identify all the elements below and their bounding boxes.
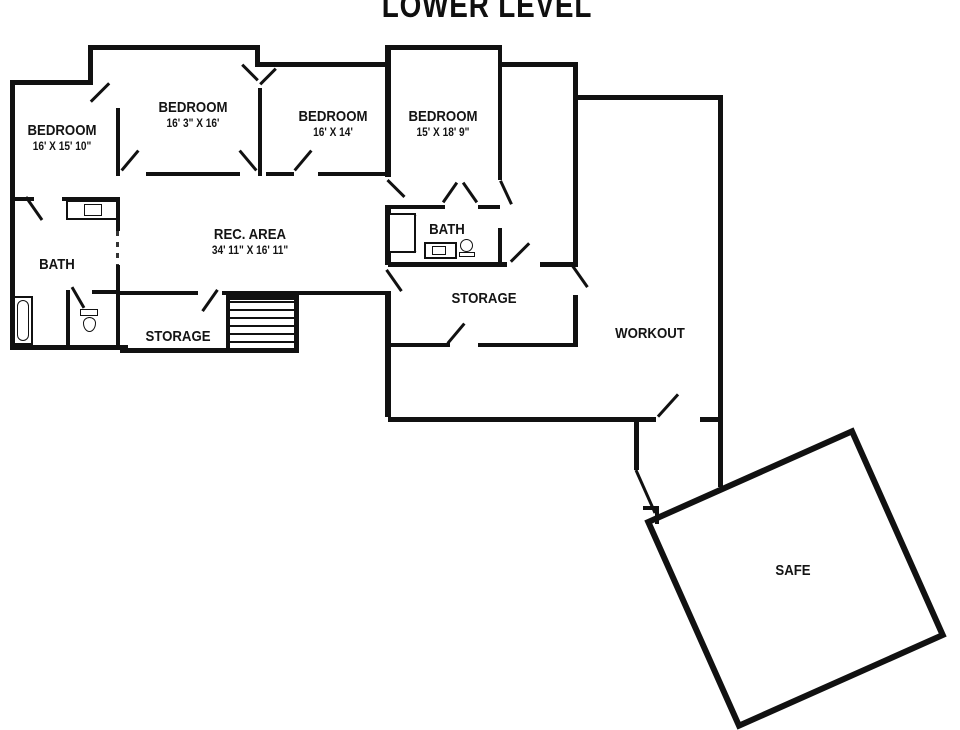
wall	[498, 62, 578, 67]
room-label-storage2: STORAGE	[439, 290, 529, 307]
room-dims: 34' 11" X 16' 11"	[211, 245, 289, 258]
room-dims: 16' X 15' 10"	[32, 141, 92, 154]
stairs-landing-edge	[228, 291, 294, 300]
room-label-bath2: BATH	[418, 221, 476, 238]
wall	[120, 348, 298, 353]
room-name: STORAGE	[451, 290, 517, 307]
room-label-bedroom3: BEDROOM 16' X 14'	[283, 108, 383, 141]
wall	[10, 80, 15, 350]
door-swing-icon	[571, 264, 589, 288]
door-swing-icon	[441, 181, 459, 203]
wall	[88, 45, 93, 85]
sink-basin-icon	[84, 204, 102, 216]
room-label-bedroom1: BEDROOM 16' X 15' 10"	[12, 122, 112, 155]
room-name: BEDROOM	[158, 99, 228, 116]
room-dims: 16' 3" X 16'	[166, 118, 220, 131]
wall	[388, 262, 507, 267]
door-swing-icon	[446, 322, 466, 344]
toilet-icon	[460, 239, 473, 252]
room-dims: 15' X 18' 9"	[416, 127, 470, 140]
door-swing-icon	[24, 195, 44, 221]
toilet-icon	[83, 317, 96, 332]
room-name: BATH	[39, 256, 75, 273]
wall	[258, 62, 390, 67]
wall	[10, 197, 34, 201]
wall	[88, 45, 260, 50]
wall	[498, 45, 502, 180]
room-name: STORAGE	[145, 328, 211, 345]
wall	[573, 95, 723, 100]
shower-icon	[388, 213, 416, 253]
sink-basin-icon	[432, 246, 446, 255]
door-swing-icon	[656, 392, 680, 418]
room-name: WORKOUT	[615, 325, 685, 342]
room-name: BEDROOM	[408, 108, 478, 125]
door-swing-icon	[120, 149, 140, 171]
wall	[388, 343, 450, 347]
door-swing-icon	[509, 241, 531, 263]
wall	[255, 45, 260, 67]
door-swing-icon	[70, 285, 86, 309]
wall	[294, 291, 391, 295]
room-name: BATH	[429, 221, 465, 238]
wall	[573, 100, 578, 265]
door-swing-icon	[385, 268, 403, 292]
wall	[120, 291, 198, 295]
stairs-icon	[230, 301, 294, 348]
room-name: REC. AREA	[213, 226, 287, 243]
room-label-rec-area: REC. AREA 34' 11" X 16' 11"	[173, 226, 327, 259]
room-label-safe: SAFE	[758, 562, 828, 579]
wall	[226, 291, 230, 353]
wall	[66, 290, 70, 348]
wall	[146, 172, 240, 176]
bathtub-basin-icon	[17, 300, 29, 341]
wall	[385, 45, 391, 177]
room-label-storage1: STORAGE	[133, 328, 223, 345]
wall	[573, 62, 578, 100]
wall	[540, 262, 578, 267]
door-swing-icon	[386, 178, 406, 198]
wall	[388, 45, 502, 50]
wall	[498, 228, 502, 264]
wall	[388, 417, 656, 422]
wall	[318, 172, 389, 176]
wall	[258, 88, 262, 176]
wall	[634, 420, 639, 470]
wall	[116, 197, 120, 231]
room-label-bedroom4: BEDROOM 15' X 18' 9"	[393, 108, 493, 141]
room-dims: 16' X 14'	[313, 127, 353, 140]
room-label-bath1: BATH	[22, 256, 92, 273]
wall	[573, 295, 578, 347]
toilet-tank-icon	[459, 252, 475, 257]
wall	[10, 80, 92, 85]
door-swing-icon	[259, 67, 277, 85]
room-label-bedroom2: BEDROOM 16' 3" X 16'	[143, 99, 243, 132]
room-name: BEDROOM	[27, 122, 97, 139]
door-swing-icon	[201, 288, 219, 312]
wall	[388, 205, 445, 209]
wall	[294, 291, 299, 353]
wall	[700, 417, 723, 422]
door-swing-icon	[238, 149, 258, 171]
plan-title: LOWER LEVEL	[381, 0, 593, 25]
wall	[62, 197, 120, 201]
wall	[478, 205, 500, 209]
wall	[116, 265, 120, 350]
cased-opening	[116, 231, 119, 265]
door-swing-icon	[461, 181, 479, 203]
wall	[116, 108, 120, 176]
room-name: SAFE	[775, 562, 811, 579]
room-label-workout: WORKOUT	[598, 325, 702, 342]
wall	[92, 290, 120, 294]
door-swing-icon	[293, 149, 313, 171]
bathtub-icon	[13, 296, 33, 345]
door-swing-icon	[499, 179, 513, 205]
room-name: BEDROOM	[298, 108, 368, 125]
toilet-tank-icon	[80, 309, 98, 316]
wall	[266, 172, 294, 176]
wall	[478, 343, 575, 347]
wall	[385, 295, 391, 417]
wall	[655, 506, 659, 524]
wall	[718, 95, 723, 487]
